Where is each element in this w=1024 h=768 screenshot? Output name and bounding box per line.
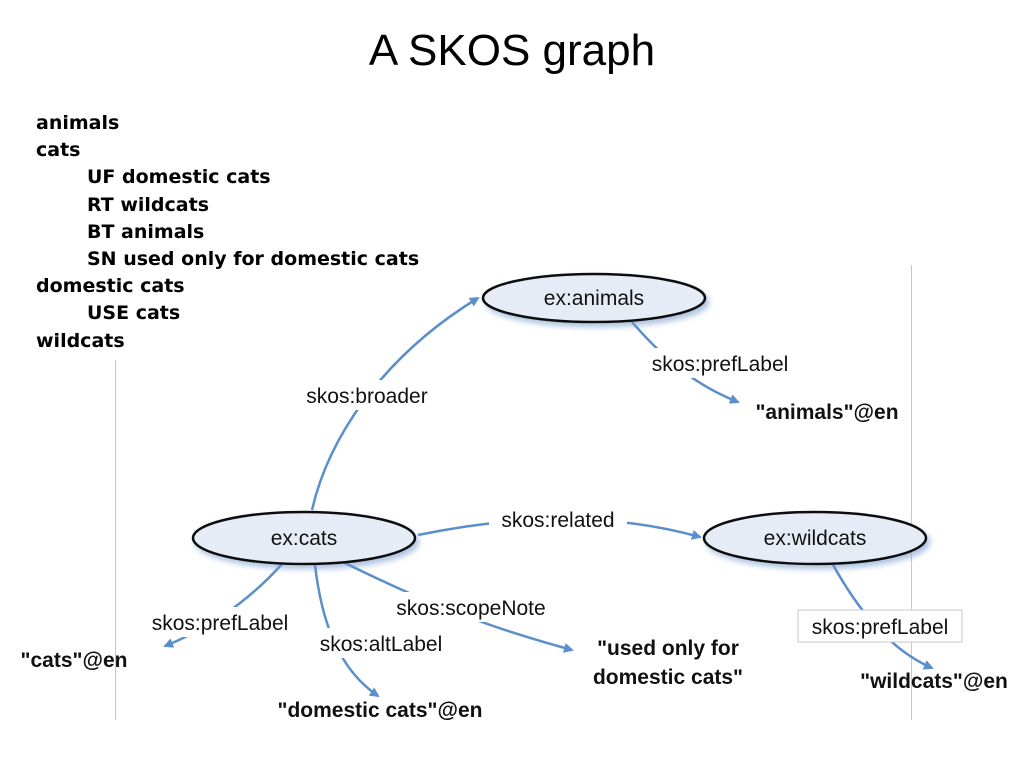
wildcats-literal: "wildcats"@en [860, 670, 1008, 693]
scopenote-literal-line1: "used only for [597, 637, 739, 660]
node-animals-shape [481, 272, 707, 324]
frame-left-border [115, 360, 116, 720]
node-wildcats: ex:wildcats [702, 510, 928, 566]
thesaurus-relation: USE cats [87, 302, 181, 325]
animals-preflabel-label: skos:prefLabel [652, 353, 789, 376]
node-cats: ex:cats [191, 510, 417, 566]
altlabel-label: skos:altLabel [320, 633, 443, 656]
thesaurus-term: domestic cats [36, 275, 185, 298]
altlabel-bg [306, 628, 456, 658]
broader-label-bg [294, 380, 440, 410]
thesaurus-term: cats [36, 139, 81, 162]
thesaurus-term: wildcats [36, 329, 125, 352]
thesaurus-relation: BT animals [87, 220, 205, 243]
animals-literal: "animals"@en [755, 401, 898, 424]
wildcats-preflabel-box [797, 609, 963, 643]
wildcats-preflabel-label: skos:prefLabel [812, 616, 949, 639]
thesaurus-term: animals [36, 112, 120, 134]
scopenote-bg [382, 592, 560, 622]
animals-preflabel-bg [638, 348, 802, 378]
thesaurus-relation: UF domestic cats [87, 166, 271, 189]
node-cats-shape [191, 510, 417, 566]
thesaurus-relation: RT wildcats [87, 193, 210, 216]
cats-preflabel-bg [138, 607, 302, 637]
node-animals-label: ex:animals [544, 287, 644, 310]
scopenote-label: skos:scopeNote [396, 597, 545, 620]
slide-title: A SKOS graph [368, 26, 656, 75]
cats-literal: "cats"@en [21, 649, 128, 672]
domestic-cats-literal: "domestic cats"@en [278, 699, 483, 722]
broader-label: skos:broader [306, 385, 427, 408]
node-wildcats-label: ex:wildcats [764, 527, 867, 550]
frame-right-border [911, 265, 912, 610]
scopenote-literal-line2: domestic cats" [593, 666, 743, 689]
thesaurus-relation: SN used only for domestic cats [87, 248, 420, 271]
thesaurus-list: animals cats UF domestic cats RT wildcat… [36, 110, 419, 355]
node-animals: ex:animals [481, 272, 707, 324]
node-cats-label: ex:cats [271, 527, 338, 550]
related-label-bg [489, 505, 627, 535]
frame-right-border-lower [911, 642, 912, 720]
cats-preflabel-label: skos:prefLabel [152, 612, 289, 635]
node-wildcats-shape [702, 510, 928, 566]
related-label: skos:related [501, 509, 614, 532]
